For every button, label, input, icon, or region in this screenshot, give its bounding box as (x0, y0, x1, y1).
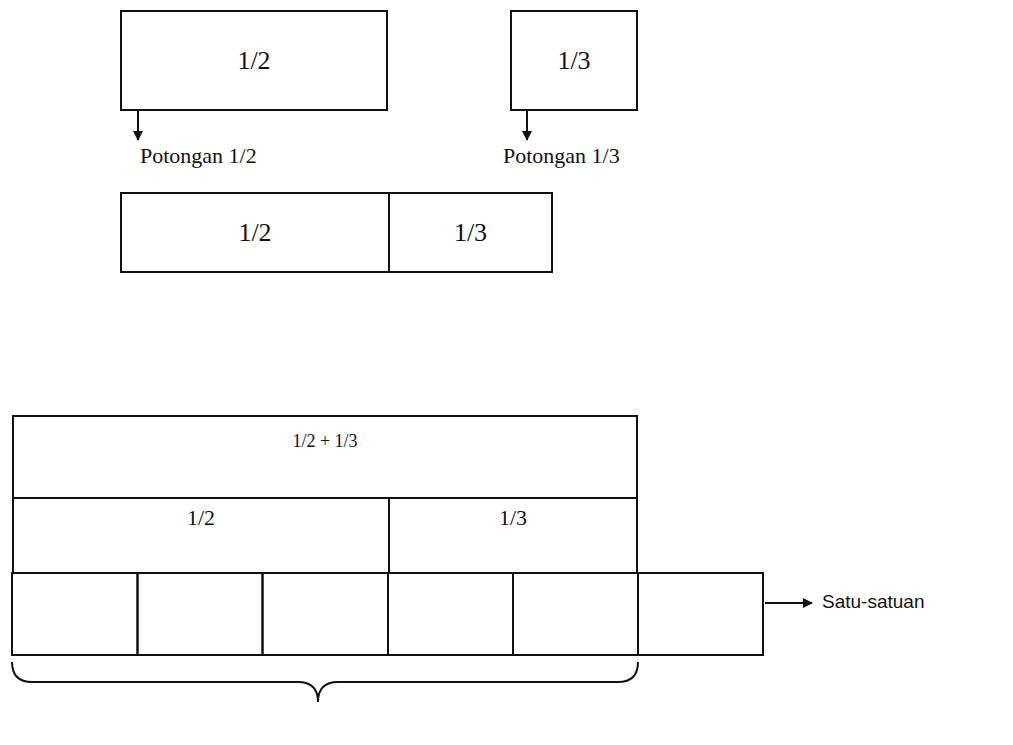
unit-cell (513, 573, 638, 655)
unit-cell (638, 573, 763, 655)
fraction-box: 1/3 (510, 10, 638, 111)
curly-brace (12, 662, 638, 702)
unit-cell (263, 573, 389, 655)
fraction-text: 1/2 (237, 46, 270, 76)
pointer-arrow (765, 602, 812, 604)
unit-cell (388, 573, 513, 655)
fraction-text: 1/3 (454, 218, 487, 248)
fraction-box: 1/2 (120, 10, 388, 111)
down-arrow (526, 111, 528, 140)
down-arrow (137, 111, 139, 140)
sum-band: 1/2 + 1/3 (12, 415, 638, 499)
piece-caption: Potongan 1/2 (140, 143, 257, 169)
joined-piece: 1/2 (120, 192, 390, 273)
fraction-text: 1/2 + 1/3 (292, 431, 357, 452)
fraction-text: 1/2 (238, 218, 271, 248)
fraction-cell: 1/3 (388, 497, 638, 574)
fraction-text: 1/3 (499, 505, 527, 531)
unit-label: Satu-satuan (822, 591, 924, 613)
piece-caption: Potongan 1/3 (503, 143, 620, 169)
unit-cell (138, 573, 263, 655)
joined-piece: 1/3 (388, 192, 553, 273)
unit-cell (12, 573, 138, 655)
unit-cells (12, 573, 763, 655)
fraction-text: 1/3 (557, 46, 590, 76)
fraction-cell: 1/2 (12, 497, 390, 574)
fraction-text: 1/2 (187, 505, 215, 531)
